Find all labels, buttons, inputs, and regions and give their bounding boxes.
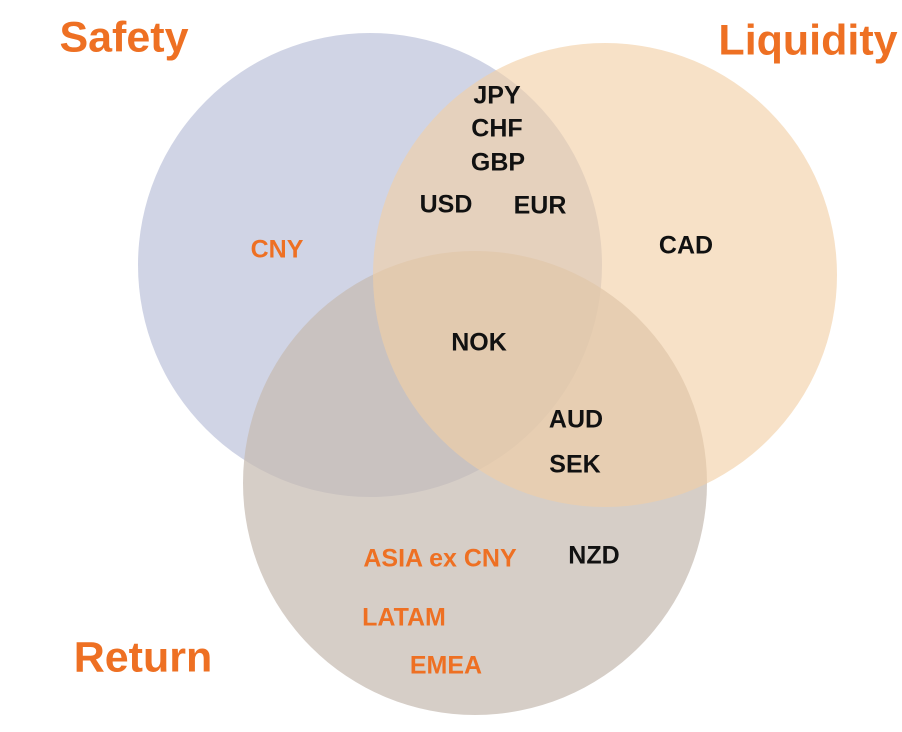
region-asia-ex-cny: ASIA ex CNY bbox=[363, 544, 517, 573]
currency-nok: NOK bbox=[451, 328, 507, 357]
currency-usd: USD bbox=[419, 190, 473, 219]
currency-sek: SEK bbox=[549, 450, 601, 479]
liquidity-circle bbox=[373, 43, 837, 507]
safety-title: Safety bbox=[59, 13, 189, 62]
currency-aud: AUD bbox=[548, 405, 604, 434]
region-latam: LATAM bbox=[362, 603, 446, 632]
currency-cny: CNY bbox=[250, 235, 304, 264]
currency-nzd: NZD bbox=[568, 541, 620, 570]
region-emea: EMEA bbox=[409, 651, 483, 680]
liquidity-title: Liquidity bbox=[718, 16, 898, 65]
currency-eur: EUR bbox=[513, 191, 567, 220]
currency-cad: CAD bbox=[658, 231, 714, 260]
currency-chf: CHF bbox=[471, 114, 523, 143]
return-title: Return bbox=[73, 633, 213, 682]
currency-gbp: GBP bbox=[470, 148, 526, 177]
currency-jpy: JPY bbox=[473, 81, 521, 110]
